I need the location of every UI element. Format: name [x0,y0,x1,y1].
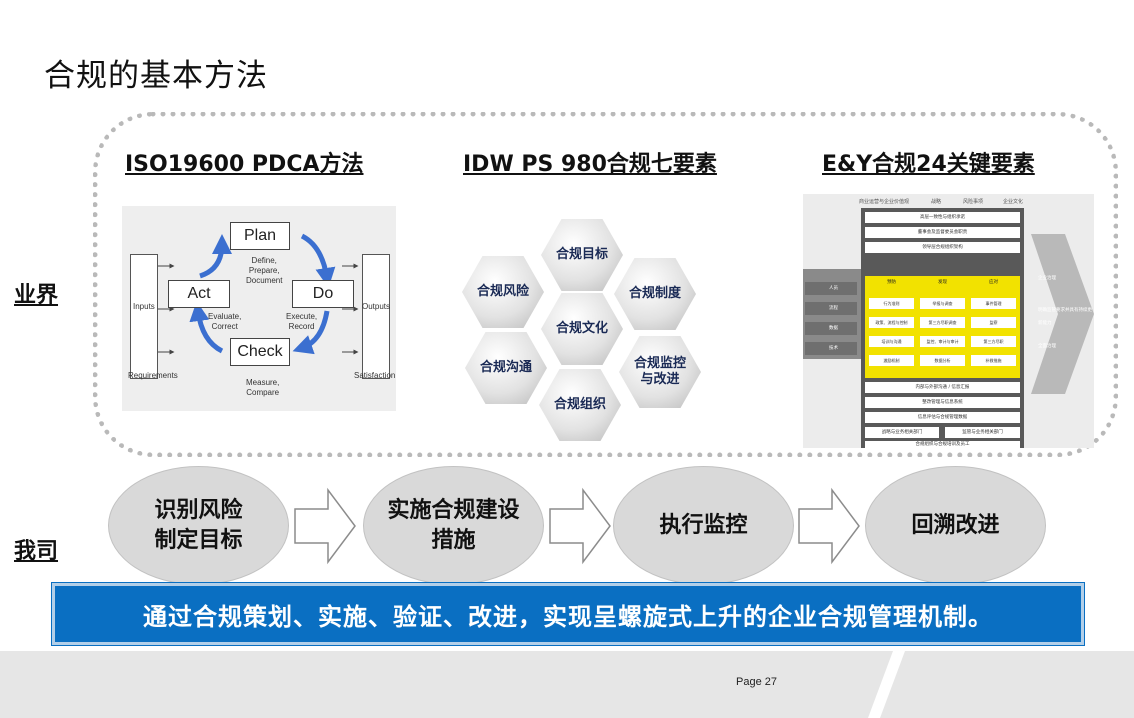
step-implement-measures: 实施合规建设措施 [363,466,544,585]
inputs-label: Inputs [133,302,155,311]
hex-compliance-organization: 合规组织 [539,369,621,441]
industry-label: 业界 [14,283,59,308]
ey-col-header: 发现 [938,280,947,285]
ey-top-label-1: 商业运营与企业价值观 [859,199,910,205]
method-title-iso19600: ISO19600 PDCA方法 [125,152,364,177]
ey-top-label-3: 风险事项 [963,199,984,205]
ey-bar: 高层一致性与组织承诺 [865,212,1020,223]
ey-left-tag: 人员 [805,282,857,295]
page-number: Page 27 [736,676,777,688]
ey-bar: 战略与业务相关部门 [865,427,939,438]
pdca-cycle-arrows [158,233,359,355]
requirements-label: Requirements [128,371,178,380]
satisfaction-label: Satisfaction [354,371,396,380]
industry-methods-frame [93,112,1118,457]
plan-desc: Define,Prepare,Document [246,256,283,285]
footer-slash-decoration [868,651,905,718]
ey-cell: 培训与沟通 [869,336,914,347]
process-arrow-icon [798,487,860,565]
ey-col-header: 预防 [887,280,896,285]
check-desc: Measure,Compare [246,378,280,397]
ey-cell: 政策、流程与控制 [869,317,914,328]
ey-cell: 事件管理 [971,298,1016,309]
ey-24-elements-figure: 商业运营与企业价值观 战略 风险事项 企业文化 人员 流程 数据 技术 高层一致… [803,194,1094,448]
ey-cell: 监察 [971,317,1016,328]
ey-top-label-4: 企业文化 [1003,199,1024,205]
ey-cell: 第三方尽职 [971,336,1016,347]
ey-cell: 监控、审计与审计 [920,336,965,347]
act-desc: Evaluate,Correct [208,312,242,331]
hex-compliance-culture: 合规文化 [541,293,623,365]
ey-bar: 整改管理与信息系统 [865,397,1020,408]
footer-band [0,651,1134,718]
ey-cell: 数据分析 [920,355,965,366]
ey-bar: 信息评估与合规管理数据 [865,412,1020,423]
ey-left-tag: 技术 [805,342,857,355]
pdca-diagram: Inputs Outputs Requirements Satisfaction… [122,206,396,411]
ey-bar: 监管与业务相关部门 [945,427,1020,438]
summary-banner: 通过合规策划、实施、验证、改进，实现呈螺旋式上升的企业合规管理机制。 [52,583,1084,645]
ey-bar: 合规组织与合规培训及员工 [865,441,1020,448]
ey-highlight-grid: 预防 发现 应对 行为准则 举报与调查 事件管理 政策、流程与控制 第三方尽职调… [865,276,1020,378]
our-company-label: 我司 [14,539,59,564]
pdca-check-box: Check [230,338,290,366]
process-arrow-icon [294,487,356,565]
ey-top-label-2: 战略 [931,199,942,205]
pdca-plan-box: Plan [230,222,290,250]
ey-right-tag: 明确监管要求并具有持续更新能力 [1038,308,1092,326]
method-title-idw-ps980: IDW PS 980合规七要素 [463,152,717,177]
outputs-column [362,254,390,379]
ey-col-header: 应对 [989,280,998,285]
step-identify-risk: 识别风险制定目标 [108,466,289,585]
ey-bar: 董事会及监督委员会职责 [865,227,1020,238]
hex-compliance-monitoring: 合规监控与改进 [619,336,701,408]
do-desc: Execute,Record [286,312,318,331]
method-title-ey24: E&Y合规24关键要素 [822,152,1035,177]
ey-right-tag: 全面治理 [1038,344,1056,349]
inputs-column [130,254,158,379]
outputs-label: Outputs [362,302,391,311]
hex-compliance-goal: 合规目标 [541,219,623,291]
step-monitoring: 执行监控 [613,466,794,585]
ey-cell: 第三方尽职调查 [920,317,965,328]
ey-core-block: 高层一致性与组织承诺 董事会及监督委员会职责 领导层合规组织架构 预防 发现 应… [861,208,1024,448]
ey-bar: 内部与外部沟通 / 信息汇报 [865,382,1020,393]
pdca-do-box: Do [292,280,354,308]
step-review-improve: 回溯改进 [865,466,1046,585]
hex-compliance-system: 合规制度 [614,258,696,330]
ey-left-tag: 数据 [805,322,857,335]
ey-cell: 补救措施 [971,355,1016,366]
ey-left-tag: 流程 [805,302,857,315]
ey-right-tag: 企业治理 [1038,276,1056,281]
ey-cell: 激励机制 [869,355,914,366]
process-arrow-icon [549,487,611,565]
ey-cell: 行为准则 [869,298,914,309]
ey-cell: 举报与调查 [920,298,965,309]
ey-bar: 领导层合规组织架构 [865,242,1020,253]
pdca-act-box: Act [168,280,230,308]
page-title: 合规的基本方法 [44,58,268,94]
